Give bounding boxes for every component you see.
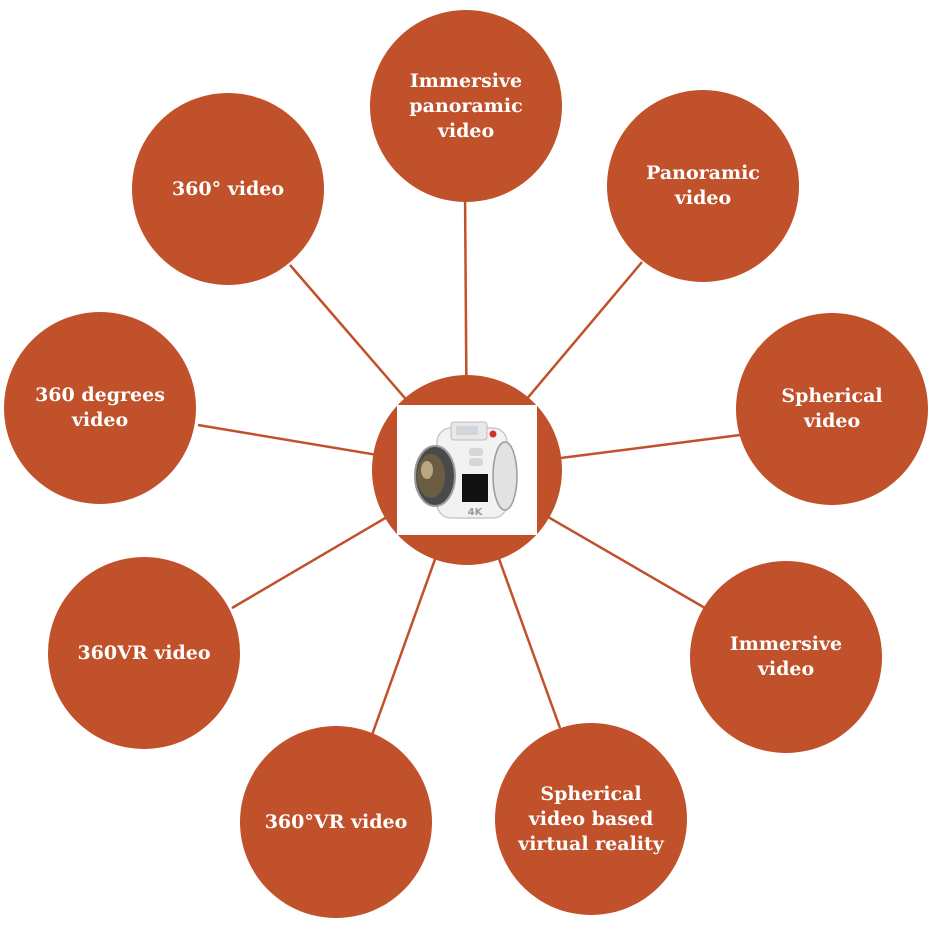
node-label: 360° video — [171, 177, 285, 200]
node-immersive-panoramic-video: Immersive panoramic video — [370, 10, 562, 202]
360-camera-icon: 4K — [414, 421, 518, 519]
node-label: Spherical video — [781, 385, 883, 432]
node-spherical-video: Spherical video — [736, 313, 928, 505]
node-label: Immersive panoramic video — [409, 69, 523, 142]
node-label: Panoramic video — [646, 162, 760, 209]
node-label: Spherical video based virtual reality — [518, 782, 664, 855]
node-360-degree-video: 360° video — [132, 93, 324, 285]
center-hub: 4K — [372, 375, 562, 565]
node-360-degrees-video: 360 degrees video — [4, 312, 196, 504]
camera-image-frame: 4K — [397, 405, 537, 535]
node-spherical-video-based-virtual-reality: Spherical video based virtual reality — [495, 723, 687, 915]
node-label: Immersive video — [729, 633, 843, 680]
node-label: 360°VR video — [264, 810, 408, 833]
node-360-vr-video-degree: 360°VR video — [240, 726, 432, 918]
camera-badge-text: 4K — [468, 507, 484, 518]
node-label: 360VR video — [77, 641, 211, 664]
node-label: 360 degrees video — [35, 384, 165, 431]
node-360vr-video: 360VR video — [48, 557, 240, 749]
node-panoramic-video: Panoramic video — [607, 90, 799, 282]
node-immersive-video: Immersive video — [690, 561, 882, 753]
